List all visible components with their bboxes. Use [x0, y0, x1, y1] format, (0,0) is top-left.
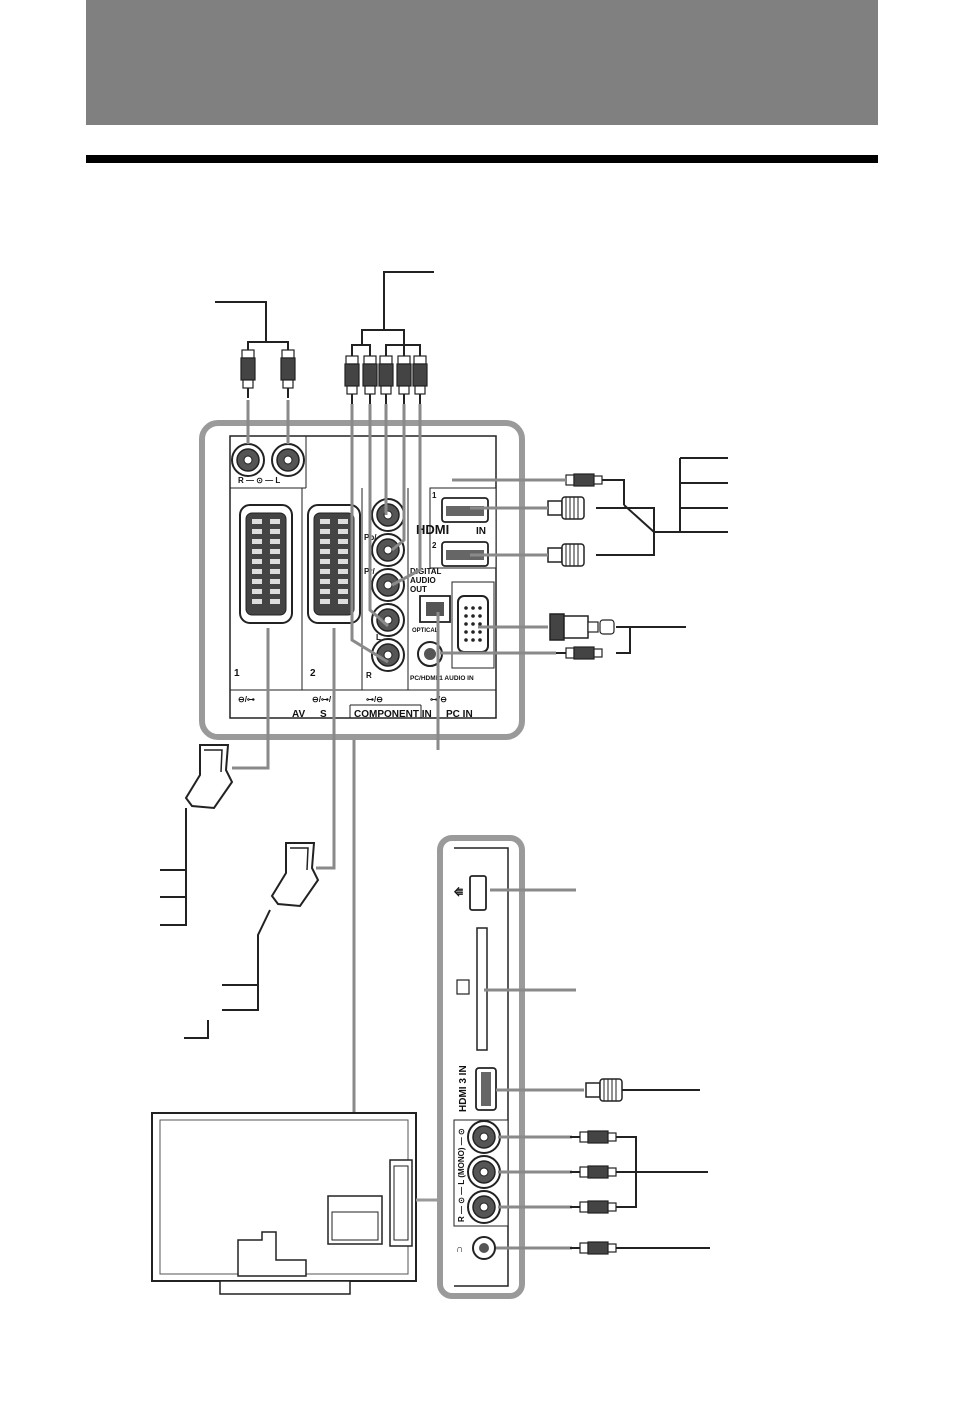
- right-callouts: [436, 478, 566, 750]
- side-panel: ⭅ HDMI 3 IN R — ⊙ — L (MONO) — ⊙ ∩: [437, 835, 525, 1299]
- side-audio-label: R — ⊙ — L (MONO) — ⊙: [457, 1128, 466, 1222]
- component-audio-l-jack: [371, 603, 405, 637]
- footer-svideo-label: S: [320, 709, 327, 720]
- rca-plug-icon: [344, 355, 360, 405]
- side-audio-r-jack: [467, 1190, 501, 1224]
- footer-component-label: COMPONENT IN: [354, 709, 432, 720]
- hdmi-logo: HDMI: [416, 522, 449, 537]
- av-2-icons: ⊖/⊶/: [312, 695, 332, 704]
- scart-1-connector: [239, 504, 293, 624]
- d-sub-plug-icon: [549, 613, 615, 641]
- component-callouts: [350, 404, 422, 664]
- minijack-plug-icon: [569, 1241, 617, 1255]
- header-band: [86, 0, 878, 125]
- pc-card-icon: [456, 979, 470, 995]
- component-pr-jack: [371, 568, 405, 602]
- scart-1-number: 1: [234, 668, 240, 679]
- digital-audio-out-label-2: AUDIO: [410, 576, 436, 585]
- hdmi-connector-icon: [585, 1078, 623, 1102]
- side-audio-l-jack: [467, 1155, 501, 1189]
- pc-hdmi-audio-in-label: PC/HDMI 1 AUDIO IN: [410, 675, 474, 682]
- side-cables: [616, 1089, 710, 1249]
- rca-plug-icon: [569, 1200, 617, 1214]
- rca-plug-icon: [240, 349, 256, 399]
- footer-pc-label: PC IN: [446, 709, 473, 720]
- scart-cables: [160, 808, 271, 1039]
- hdmi-2-number: 2: [432, 541, 437, 550]
- audio-in-l-jack: [271, 443, 305, 477]
- usb-icon: ⭅: [453, 887, 463, 899]
- hdmi-in-label: IN: [476, 526, 486, 537]
- rca-plug-icon: [569, 1130, 617, 1144]
- rca-plug-icon: [569, 1165, 617, 1179]
- minijack-plug-icon: [555, 646, 603, 660]
- usb-port: [469, 875, 487, 911]
- side-video-jack: [467, 1120, 501, 1154]
- rca-plug-icon: [378, 355, 394, 405]
- tv-rear-view: [151, 1112, 440, 1295]
- footer-av-label: AV: [292, 709, 305, 720]
- component-pb-jack: [371, 533, 405, 567]
- component-y-jack: [371, 498, 405, 532]
- audio-in-label: R — ⊙ — L: [238, 476, 280, 485]
- scart-plug-icon: [184, 744, 320, 908]
- av-1-icons: ⊖/⊶: [238, 695, 255, 704]
- audio-callouts: [246, 400, 290, 444]
- component-icons: ⊶/⊖: [366, 695, 383, 704]
- title-rule: [86, 155, 878, 163]
- comp-r-label: R: [366, 671, 372, 680]
- hdmi-connector-icon: [547, 543, 585, 567]
- rca-plug-icon: [362, 355, 378, 405]
- headphone-icon: ∩: [456, 1244, 463, 1255]
- hdmi3-label: HDMI 3 IN: [458, 1065, 469, 1112]
- digital-audio-out-label: DIGITAL: [410, 567, 442, 576]
- side-callouts: [484, 888, 584, 1250]
- component-cable: [351, 271, 434, 358]
- audio-cable-top: [215, 301, 289, 352]
- rca-plug-icon: [412, 355, 428, 405]
- comp-l-label: L: [376, 633, 381, 642]
- audio-in-r-jack: [231, 443, 265, 477]
- rca-plug-icon: [396, 355, 412, 405]
- rca-plug-icon: [280, 349, 296, 399]
- hdmi-1-number: 1: [432, 491, 437, 500]
- optical-label: OPTICAL: [412, 628, 439, 634]
- digital-audio-out-label-3: OUT: [410, 585, 427, 594]
- right-cables: [596, 457, 728, 654]
- rear-panel: R — ⊙ — L 1 2 Pb/ Pr/ L R 1 2 HDMI IN DI…: [199, 420, 525, 740]
- scart-2-number: 2: [310, 668, 316, 679]
- hdmi-connector-icon: [547, 496, 585, 520]
